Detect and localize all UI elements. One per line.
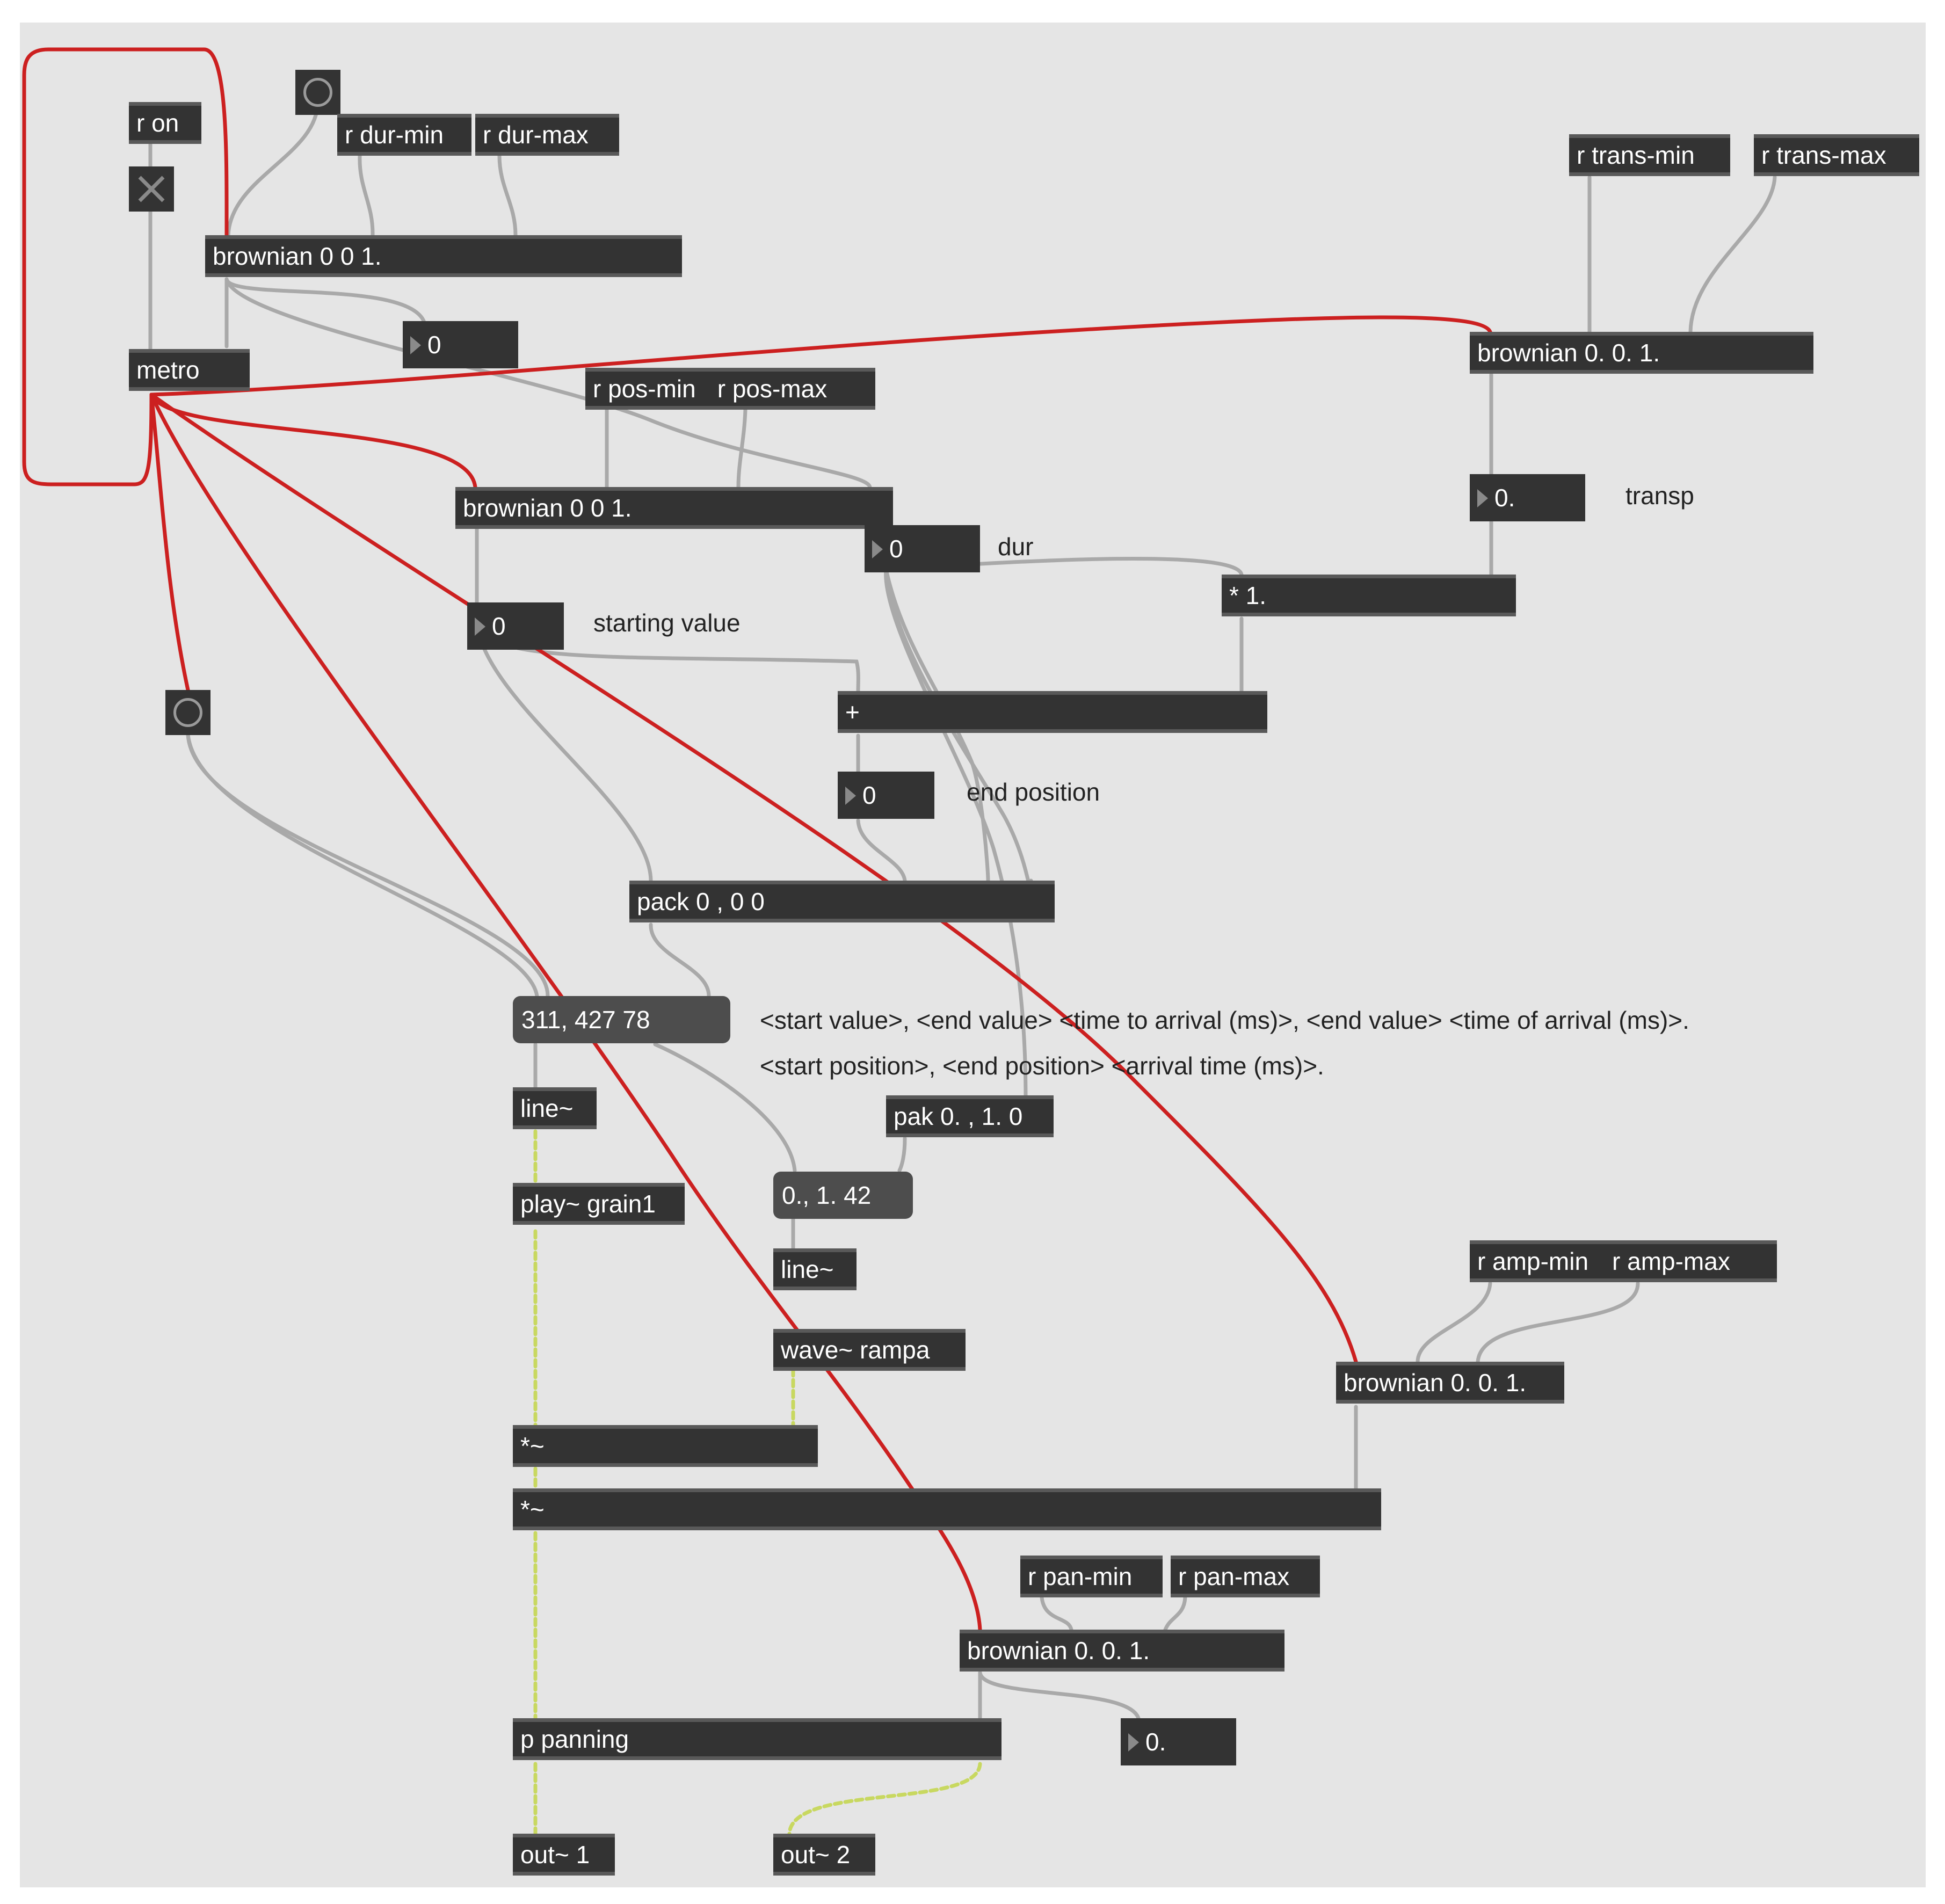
comment-starting-value: starting value <box>593 609 741 637</box>
message-box-line-2[interactable]: 0., 1. 42 <box>773 1172 913 1219</box>
bang-button[interactable] <box>295 70 340 115</box>
bang-icon <box>303 78 332 107</box>
number-box-dur[interactable]: 0 <box>865 525 980 572</box>
comment-syntax-line-2: <start position>, <end position> <arriva… <box>760 1052 1324 1080</box>
object-r-dur-max[interactable]: r dur-max <box>475 114 619 156</box>
number-box-dur-out[interactable]: 0 <box>403 321 518 368</box>
object-brownian-pos[interactable]: brownian 0 0 1. <box>455 487 893 529</box>
object-r-trans-min[interactable]: r trans-min <box>1569 134 1730 176</box>
object-play-grain1[interactable]: play~ grain1 <box>513 1183 685 1225</box>
object-brownian-pan[interactable]: brownian 0. 0. 1. <box>960 1630 1284 1672</box>
number-triangle-icon <box>1128 1733 1139 1752</box>
object-line-2[interactable]: line~ <box>773 1248 857 1290</box>
object-brownian-amp[interactable]: brownian 0. 0. 1. <box>1336 1362 1564 1404</box>
object-brownian-trans[interactable]: brownian 0. 0. 1. <box>1470 332 1813 374</box>
object-times-signal-1[interactable]: *~ <box>513 1425 818 1467</box>
object-brownian-dur[interactable]: brownian 0 0 1. <box>205 235 682 277</box>
object-line-1[interactable]: line~ <box>513 1087 597 1129</box>
number-box-end-position[interactable]: 0 <box>838 772 934 819</box>
comment-syntax-line-1: <start value>, <end value> <time to arri… <box>760 1006 1689 1034</box>
object-r-dur-min[interactable]: r dur-min <box>337 114 471 156</box>
comment-transp: transp <box>1625 482 1694 510</box>
number-triangle-icon <box>1477 489 1488 507</box>
object-pak[interactable]: pak 0. , 1. 0 <box>886 1095 1054 1137</box>
number-box-pan[interactable]: 0. <box>1121 1718 1236 1765</box>
object-times-one[interactable]: * 1. <box>1222 575 1516 616</box>
toggle-x-icon <box>138 176 165 202</box>
object-r-pan-max[interactable]: r pan-max <box>1171 1556 1320 1597</box>
object-r-trans-max[interactable]: r trans-max <box>1754 134 1919 176</box>
number-triangle-icon <box>845 787 856 805</box>
toggle[interactable] <box>129 166 174 212</box>
comment-end-position: end position <box>967 778 1100 806</box>
object-times-signal-2[interactable]: *~ <box>513 1488 1381 1530</box>
object-out-2[interactable]: out~ 2 <box>773 1834 875 1876</box>
number-triangle-icon <box>410 336 421 354</box>
message-box-line-1[interactable]: 311, 427 78 <box>513 996 730 1043</box>
comment-dur: dur <box>998 533 1034 561</box>
number-triangle-icon <box>872 540 883 558</box>
object-wave-rampa[interactable]: wave~ rampa <box>773 1329 966 1371</box>
number-triangle-icon <box>475 617 485 636</box>
object-pack[interactable]: pack 0 , 0 0 <box>629 881 1055 922</box>
number-box-starting-value[interactable]: 0 <box>467 602 564 650</box>
patcher-canvas[interactable] <box>20 23 1926 1887</box>
object-p-panning[interactable]: p panning <box>513 1718 1001 1760</box>
object-metro[interactable]: metro <box>129 349 250 391</box>
object-out-1[interactable]: out~ 1 <box>513 1834 615 1876</box>
object-plus[interactable]: + <box>838 691 1267 733</box>
object-r-on[interactable]: r on <box>129 102 201 144</box>
bang-button[interactable] <box>165 690 211 735</box>
bang-icon <box>173 698 202 727</box>
object-r-pan-min[interactable]: r pan-min <box>1020 1556 1163 1597</box>
number-box-transp[interactable]: 0. <box>1470 474 1585 521</box>
